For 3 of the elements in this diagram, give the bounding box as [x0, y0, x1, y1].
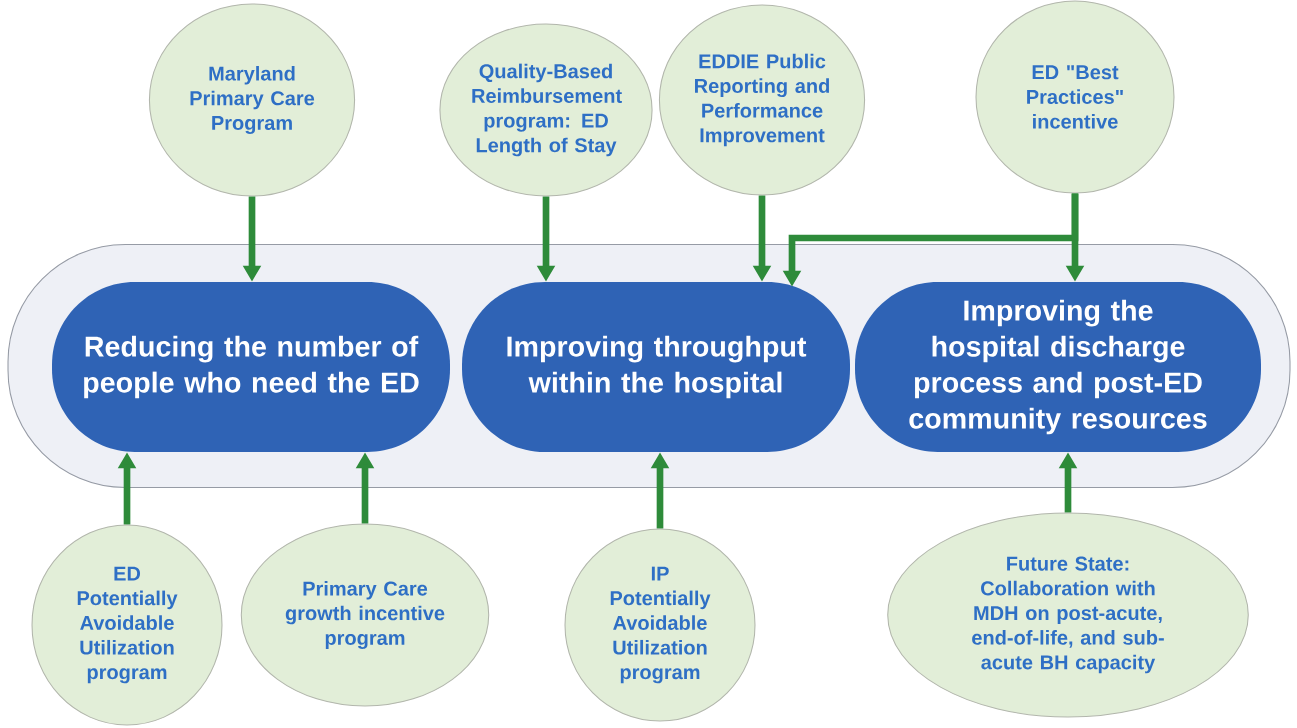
goal-pill: Improving the hospital discharge process and post-ED community resources	[855, 282, 1261, 452]
goal-pill: Improving throughput within the hospital	[462, 282, 850, 452]
goal-pill: Reducing the number of people who need the ED	[52, 282, 450, 452]
